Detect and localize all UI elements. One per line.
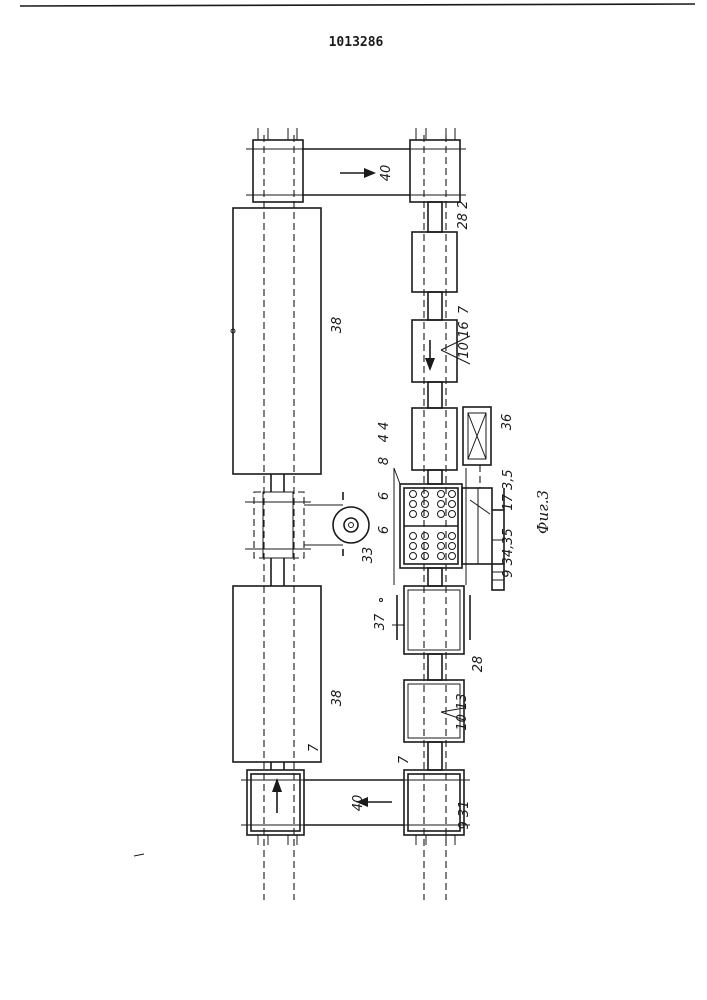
unit-block-1 <box>412 232 457 292</box>
label-17-3-5: 17 3,5 <box>501 469 516 510</box>
label-4-4: 4 4 <box>377 422 392 443</box>
label-6a: 6 <box>377 492 392 500</box>
label-38-bottom: 38 <box>330 690 345 707</box>
transfer-unit-top-right <box>403 128 466 202</box>
unit-36 <box>463 407 491 465</box>
disc-33 <box>333 507 369 543</box>
label-7-right: 7 <box>397 755 412 764</box>
label-7-top: 7 <box>457 305 472 314</box>
label-40-top: 40 <box>379 165 394 182</box>
drive-box-34-35 <box>462 465 504 590</box>
right-column <box>303 128 504 900</box>
label-9-31: 9 31 <box>457 801 472 830</box>
label-7-left: 7 <box>307 743 322 752</box>
label-33: 33 <box>361 547 376 564</box>
top-border-line <box>20 4 695 6</box>
unit-37 <box>392 586 470 654</box>
label-6b: 6 <box>377 526 392 534</box>
label-28-2: 28 2 <box>456 201 471 230</box>
unit-block-16 <box>412 320 457 382</box>
label-28-bottom: 28 <box>471 656 486 673</box>
label-40-bottom: 40 <box>351 795 366 812</box>
label-10-16: 10 16 <box>457 321 472 358</box>
drum-38-lower <box>233 586 321 762</box>
label-10-13: 10 13 <box>455 693 470 730</box>
label-9-34-35: 9 34,35 <box>501 528 516 578</box>
left-column <box>231 128 369 900</box>
label-36: 36 <box>500 414 515 431</box>
label-8: 8 <box>377 457 392 465</box>
figure-caption: Фиг.3 <box>534 490 552 534</box>
transfer-unit-top-left <box>246 128 309 202</box>
drum-38-upper <box>233 208 321 474</box>
transfer-unit-bottom-left <box>241 770 309 845</box>
unit-block-3 <box>412 408 457 470</box>
document-number: 1013286 <box>329 35 384 50</box>
label-38-top: 38 <box>330 317 345 334</box>
label-37: 37 <box>373 613 388 630</box>
